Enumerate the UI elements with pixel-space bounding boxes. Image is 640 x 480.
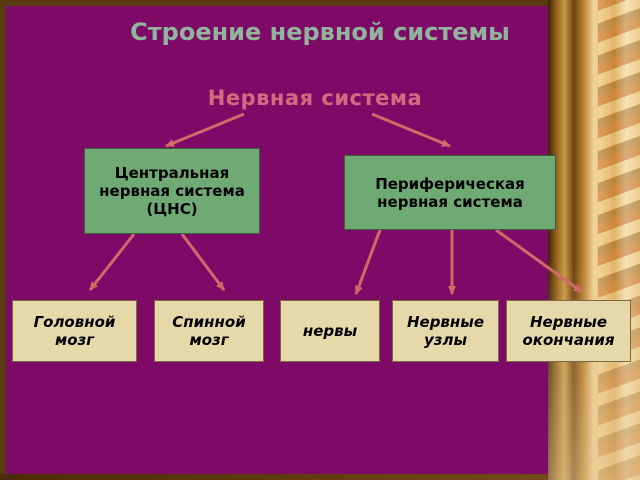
arrow-central-to-spinal (180, 233, 226, 291)
nerves-box: нервы (280, 300, 380, 362)
nerve-ganglia-box: Нервные узлы (392, 300, 499, 362)
nerves-label: нервы (302, 322, 358, 340)
frame-bottom (0, 474, 640, 480)
central-nervous-system-label: Центральная нервная система (ЦНС) (99, 164, 245, 218)
brain-box: Головной мозг (12, 300, 137, 362)
peripheral-nervous-system-label: Периферическая нервная система (375, 174, 525, 211)
nerve-endings-box: Нервные окончания (506, 300, 631, 362)
frame-left (0, 0, 6, 480)
arrow-peripheral-to-nerves (354, 229, 382, 295)
spinal-cord-label: Спинной мозг (172, 313, 246, 349)
spinal-cord-box: Спинной мозг (154, 300, 264, 362)
arrow-root-to-peripheral (371, 112, 451, 148)
arrow-peripheral-to-endings (495, 228, 583, 294)
decorative-shade (548, 260, 640, 480)
peripheral-nervous-system-box: Периферическая нервная система (344, 155, 556, 230)
arrow-root-to-central (165, 112, 245, 148)
nerve-ganglia-label: Нервные узлы (406, 313, 485, 349)
arrow-central-to-brain (88, 233, 136, 291)
slide-title: Строение нервной системы (130, 18, 510, 46)
brain-label: Головной мозг (33, 313, 116, 349)
diagram-root-label: Нервная система (207, 86, 423, 110)
nerve-endings-label: Нервные окончания (522, 313, 615, 349)
frame-top (0, 0, 640, 6)
central-nervous-system-box: Центральная нервная система (ЦНС) (84, 148, 260, 234)
